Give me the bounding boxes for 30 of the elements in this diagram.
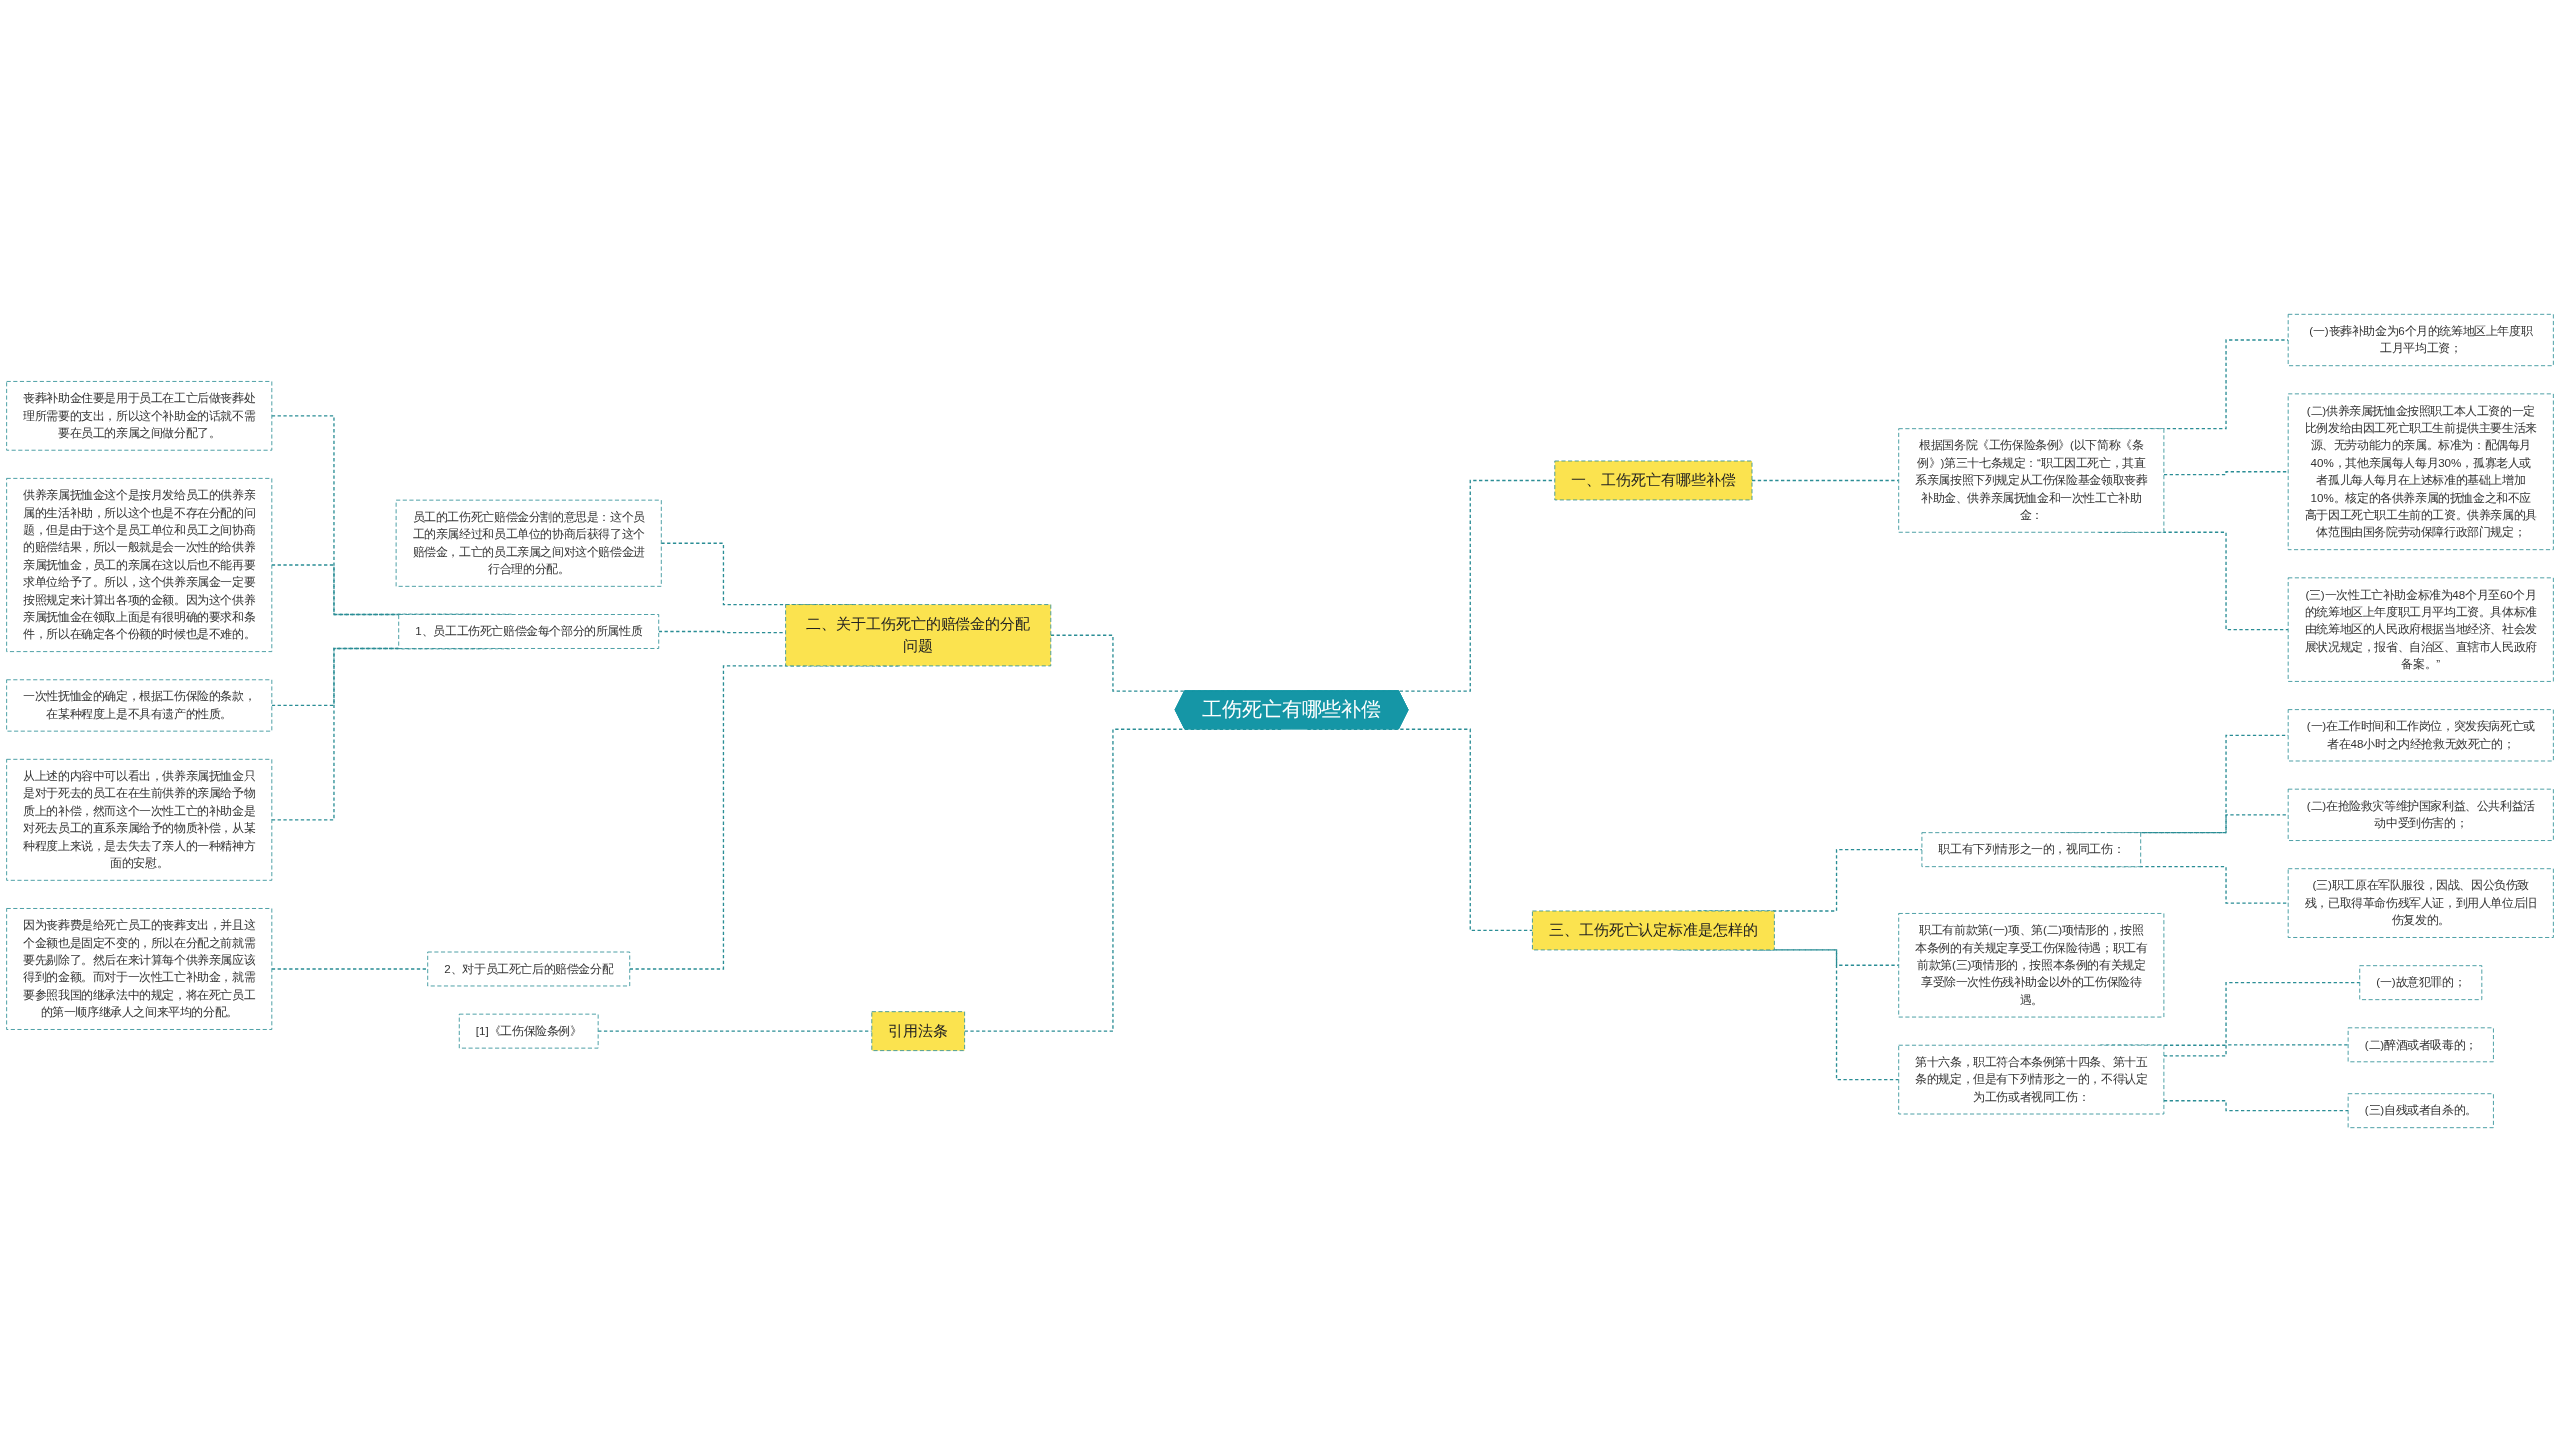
node-box: (一)故意犯罪的；: [2359, 965, 2483, 1001]
connector: [271, 968, 429, 970]
node-box: 三、工伤死亡认定标准是怎样的: [1532, 910, 1775, 951]
node-box: (二)醉酒或者吸毒的；: [2347, 1027, 2494, 1063]
node-box: 根据国务院《工伤保险条例》(以下简称《条例》)第三十七条规定：“职工因工死亡，其直系亲属按照下列规定从工伤保险基金领取丧葬补助金、供养亲属抚恤金和一次性工亡补助金：: [1898, 428, 2165, 533]
node-box: 第十六条，职工符合本条例第十四条、第十五条的规定，但是有下列情形之一的，不得认定为工伤或者视同工伤：: [1898, 1044, 2165, 1115]
node-box: 二、关于工伤死亡的赔偿金的分配问题: [785, 604, 1052, 667]
node-box: 从上述的内容中可以看出，供养亲属抚恤金只是对于死去的员工在在生前供养的亲属给予物质上的补偿，然而这个一次性工亡的补助金是对死去员工的直系亲属给予的物质补偿，从某种程度上来说，是去失去了亲人的一种精神方面的安慰。: [6, 758, 273, 881]
node-box: 因为丧葬费是给死亡员工的丧葬支出，并且这个金额也是固定不变的，所以在分配之前就需要先剔除了。然后在来计算每个供养亲属应该得到的金额。而对于一次性工亡补助金，就需要参照我国的继承法中的规定，将在死亡员工的第一顺序继承人之间来平均的分配。: [6, 908, 273, 1030]
node-box: (三)自残或者自杀的。: [2347, 1093, 2494, 1129]
connector: [2163, 1100, 2349, 1112]
connector: [2163, 471, 2289, 476]
node-box: 2、对于员工死亡后的赔偿金分配: [427, 951, 631, 987]
node-box: (三)一次性工亡补助金标准为48个月至60个月的统筹地区上年度职工月平均工资。具体标准由统筹地区的人民政府根据当地经济、社会发展状况规定，报省、自治区、直辖市人民政府备案。”: [2287, 577, 2554, 682]
node-box: 供养亲属抚恤金这个是按月发给员工的供养亲属的生活补助，所以这个也是不存在分配的问题，但是由于这个是员工单位和员工之间协商的赔偿结果，所以一般就是会一次性的给供养亲属抚恤金，员工的亲属在这以后也不能再要求单位给予了。所以，这个供养亲属金一定要按照规定来计算出各项的金额。因为这个供养亲属抚恤金在领取上面是有很明确的要求和条件，所以在确定各个份额的时候也是不难的。: [6, 478, 273, 652]
node-box: (三)职工原在军队服役，因战、因公负伤致残，已取得革命伤残军人证，到用人单位后旧伤复发的。: [2287, 868, 2554, 938]
node-box: 一、工伤死亡有哪些补偿: [1554, 460, 1753, 501]
node-box: 员工的工伤死亡赔偿金分割的意思是：这个员工的亲属经过和员工单位的协商后获得了这个赔偿金，工亡的员工亲属之间对这个赔偿金进行合理的分配。: [395, 499, 662, 587]
node-box: 1、员工工伤死亡赔偿金每个部分的所属性质: [398, 614, 660, 649]
node-box: 职工有前款第(一)项、第(二)项情形的，按照本条例的有关规定享受工伤保险待遇；职工有前款第(三)项情形的，按照本条例的有关规定享受除一次性伤残补助金以外的工伤保险待遇。: [1898, 913, 2165, 1018]
node-box: [1]《工伤保险条例》: [458, 1013, 599, 1049]
node-box: (二)在抢险救灾等维护国家利益、公共利益活动中受到伤害的；: [2287, 788, 2554, 841]
node-box: (一)丧葬补助金为6个月的统筹地区上年度职工月平均工资；: [2287, 313, 2554, 367]
node-box: 丧葬补助金住要是用于员工在工亡后做丧葬处理所需要的支出，所以这个补助金的话就不需要在员工的亲属之间做分配了。: [6, 381, 273, 451]
node-box: 一次性抚恤金的确定，根据工伤保险的条款，在某种程度上是不具有遗产的性质。: [6, 679, 273, 732]
node-box: 职工有下列情形之一的，视同工伤：: [1921, 832, 2142, 868]
connector: [2163, 1044, 2349, 1057]
node-box: 引用法条: [871, 1011, 966, 1052]
node-box: (二)供养亲属抚恤金按照职工本人工资的一定比例发给由因工死亡职工生前提供主要生活来源、无劳动能力的亲属。标准为：配偶每月40%，其他亲属每人每月30%，孤寡老人或者孤儿每人每月在上述标准的基础上增加10%。核定的各供养亲属的抚恤金之和不应高于因工死亡职工生前的工资。供养亲属的具体范围由国务院劳动保障行政部门规定；: [2287, 393, 2554, 551]
node-box: (一)在工作时间和工作岗位，突发疾病死亡或者在48小时之内经抢救无效死亡的；: [2287, 709, 2554, 762]
